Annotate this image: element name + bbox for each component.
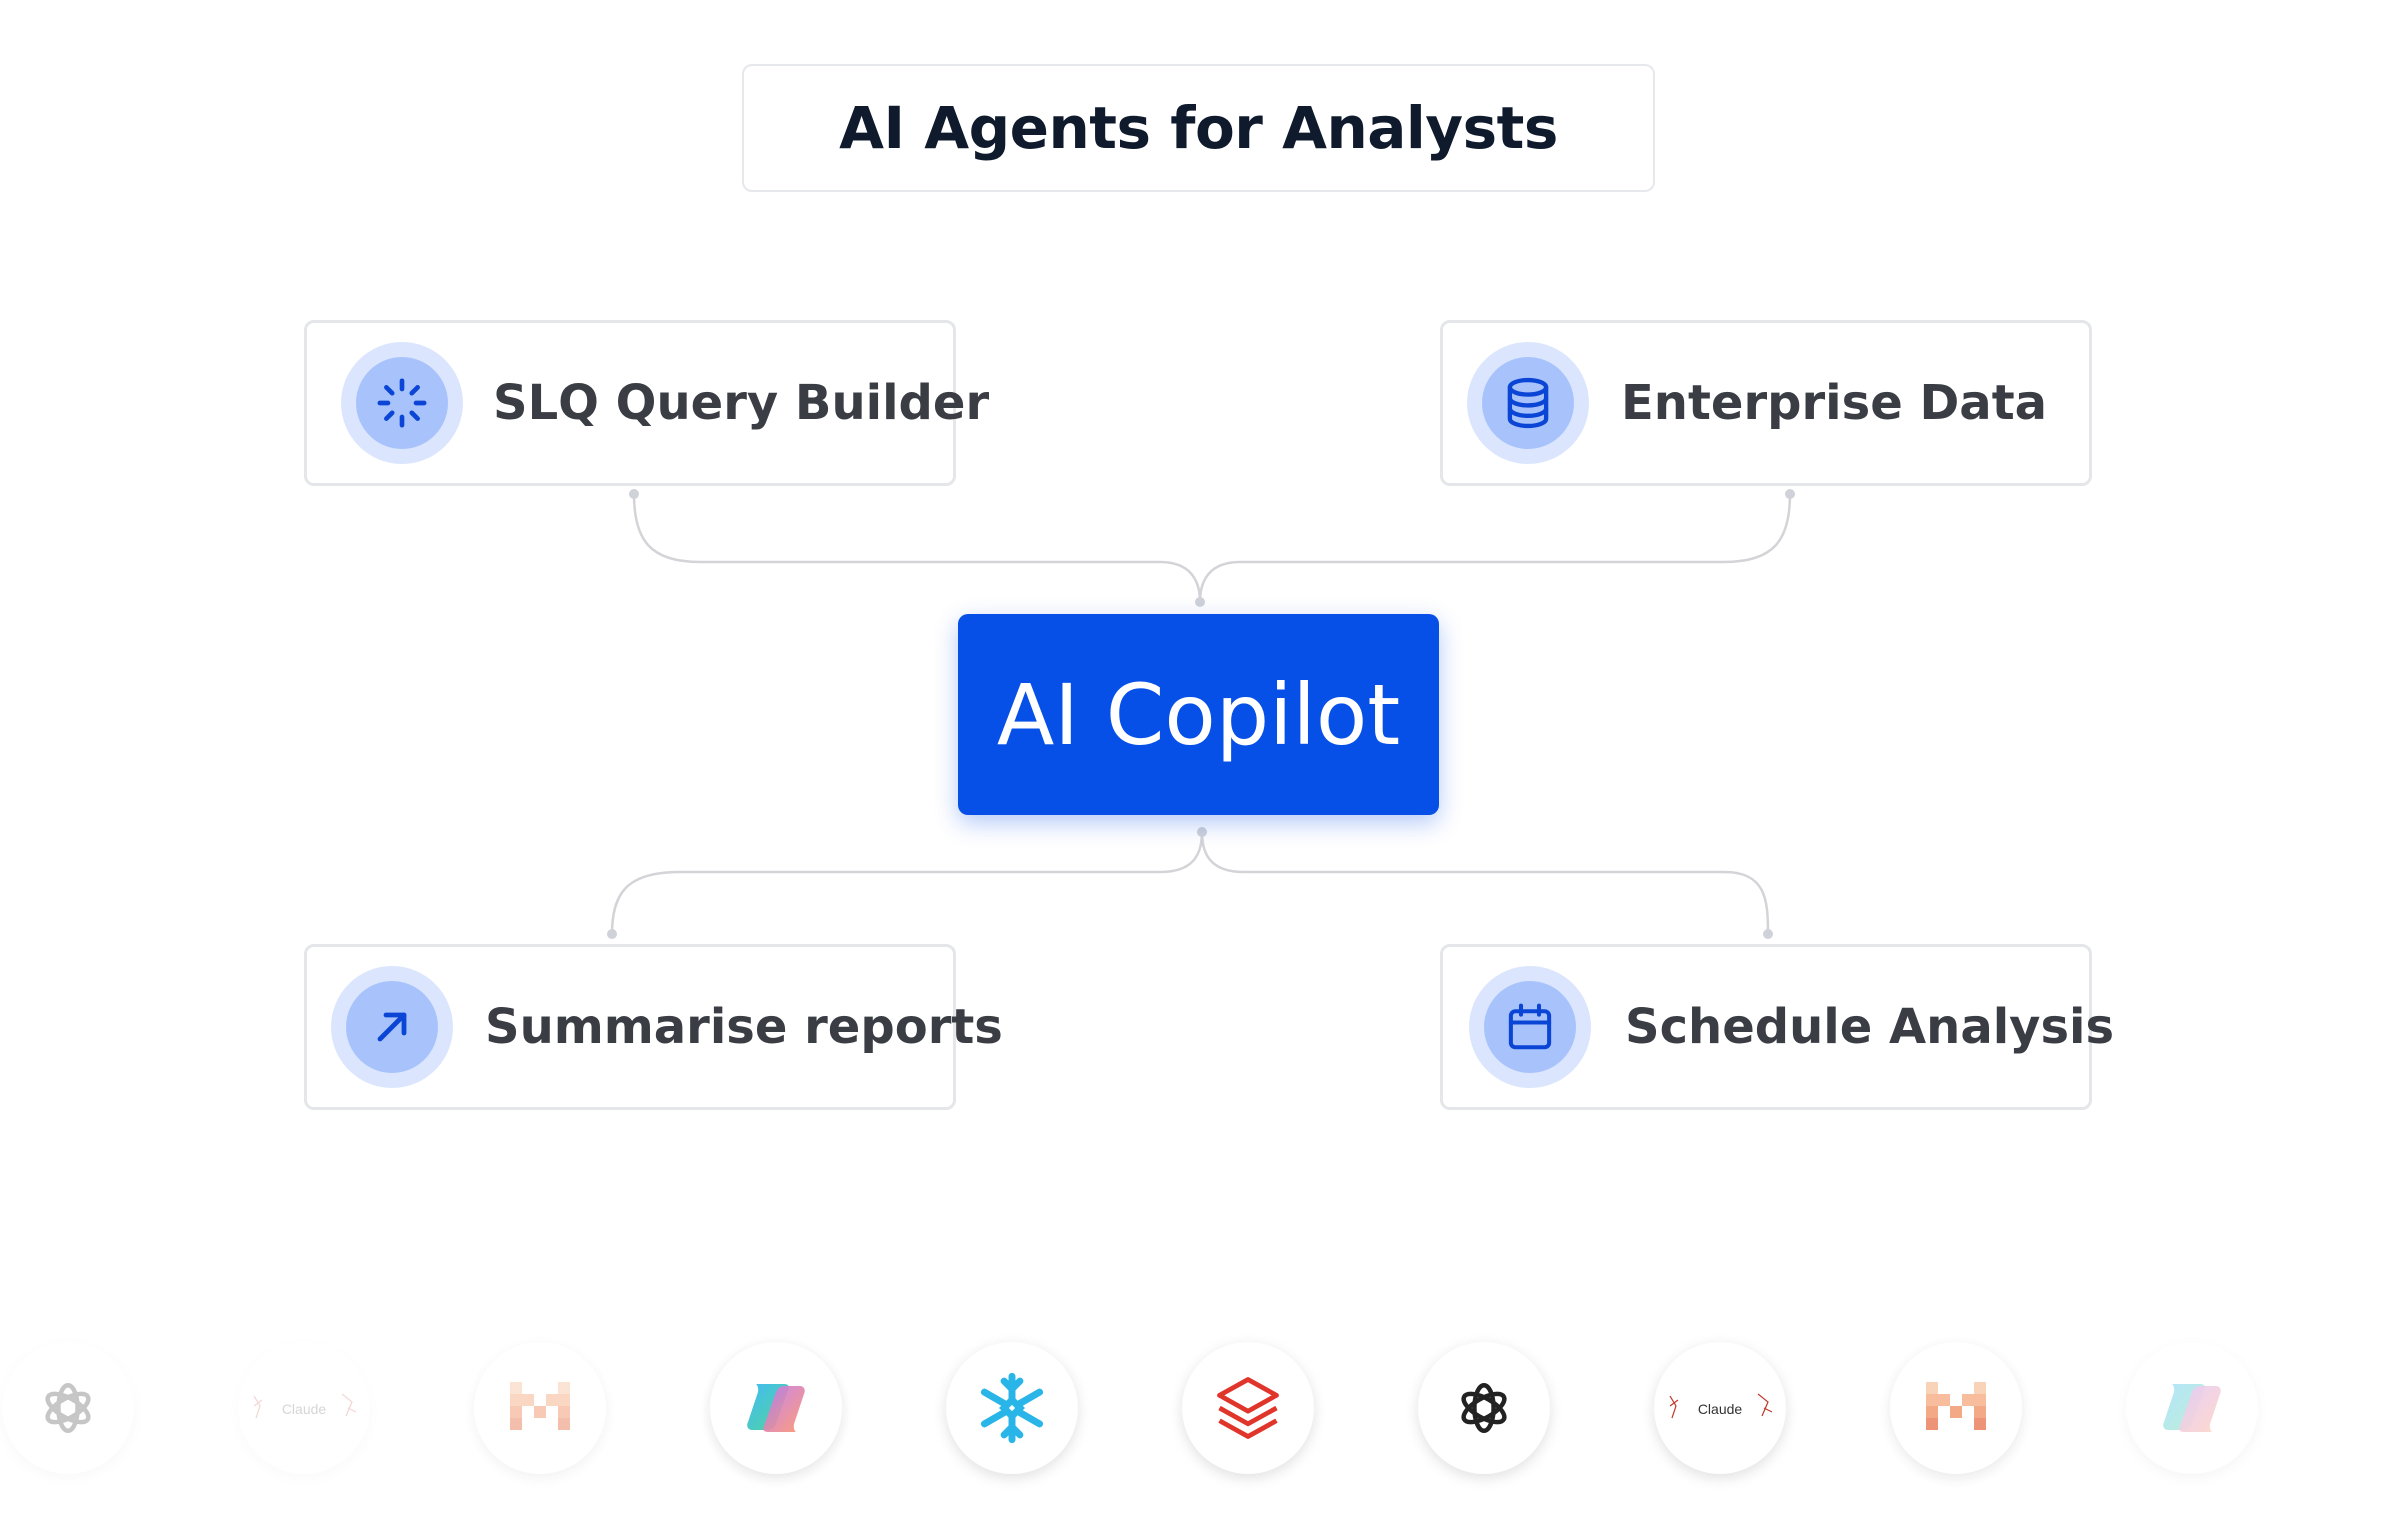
diagram-title: AI Agents for Analysts — [839, 94, 1558, 162]
claude-logo: Claude — [238, 1342, 370, 1474]
node-label: SLQ Query Builder — [493, 375, 990, 431]
openai-icon — [1461, 1382, 1507, 1434]
loader-icon-badge — [341, 342, 463, 464]
diagram-title-box: AI Agents for Analysts — [742, 64, 1655, 192]
node-summarise-reports: Summarise reports — [304, 944, 1003, 1110]
node-label: Schedule Analysis — [1625, 999, 2115, 1055]
mistral-icon — [1926, 1382, 1986, 1430]
node-label: Enterprise Data — [1621, 375, 2048, 431]
arrow-up-right-icon — [377, 1012, 407, 1042]
mistral-logo — [1890, 1342, 2022, 1474]
database-icon-badge — [1467, 342, 1589, 464]
node-label: Summarise reports — [485, 999, 1003, 1055]
databricks-logo — [1182, 1342, 1314, 1474]
claude-logo: Claude — [1654, 1342, 1786, 1474]
databricks-icon — [1217, 1377, 1279, 1439]
node-enterprise-data: Enterprise Data — [1440, 320, 2092, 486]
node-schedule-analysis: Schedule Analysis — [1440, 944, 2114, 1110]
calendar-icon-badge — [1469, 966, 1591, 1088]
copilot-icon — [747, 1384, 805, 1432]
openai-icon — [45, 1382, 91, 1434]
claude-text: Claude — [1698, 1401, 1743, 1417]
claude-text: Claude — [282, 1401, 327, 1417]
claude-icon: Claude — [1669, 1393, 1773, 1419]
openai-logo — [2, 1342, 134, 1474]
ai-copilot-label: AI Copilot — [996, 665, 1401, 764]
node-sql-query-builder: SLQ Query Builder — [304, 320, 989, 486]
copilot-icon — [2163, 1384, 2221, 1432]
snowflake-icon — [980, 1372, 1044, 1444]
snowflake-logo — [946, 1342, 1078, 1474]
claude-icon: Claude — [253, 1393, 357, 1419]
openai-logo — [1418, 1342, 1550, 1474]
mistral-icon — [510, 1382, 570, 1430]
loader-icon — [377, 378, 427, 428]
calendar-icon — [1508, 1003, 1552, 1050]
copilot-logo — [2126, 1342, 2258, 1474]
database-icon — [1507, 377, 1549, 429]
mistral-logo — [474, 1342, 606, 1474]
copilot-logo — [710, 1342, 842, 1474]
ai-copilot-node: AI Copilot — [958, 614, 1439, 815]
arrow-up-right-icon-badge — [331, 966, 453, 1088]
